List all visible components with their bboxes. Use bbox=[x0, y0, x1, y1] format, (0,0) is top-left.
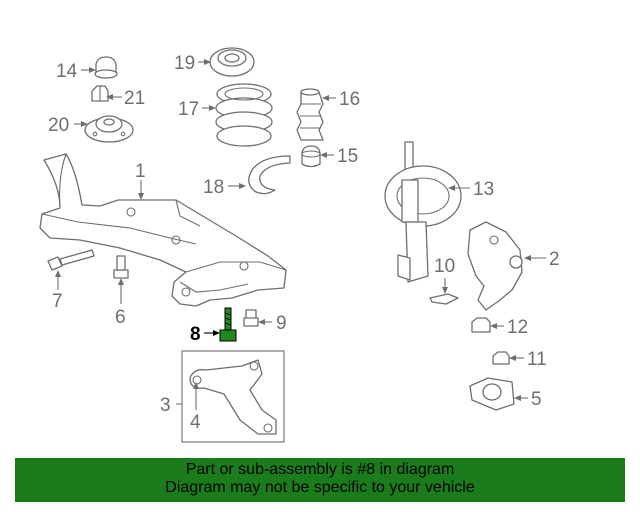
part-8-bolt-highlighted[interactable] bbox=[219, 307, 237, 342]
callout-2: 2 bbox=[549, 249, 560, 270]
callout-17: 17 bbox=[178, 99, 199, 120]
callout-6: 6 bbox=[115, 307, 126, 328]
callout-16: 16 bbox=[339, 89, 360, 110]
part-9-bolt[interactable] bbox=[243, 309, 259, 327]
banner-line-1: Part or sub-assembly is #8 in diagram bbox=[185, 461, 455, 478]
callout-labels: 14 21 20 19 17 16 15 18 1 13 2 10 12 11 … bbox=[48, 53, 560, 433]
callout-13: 13 bbox=[473, 179, 494, 200]
part-13-strut[interactable] bbox=[384, 141, 462, 283]
part-18-insulator[interactable] bbox=[248, 155, 291, 195]
callout-10: 10 bbox=[434, 256, 455, 277]
part-12-nut[interactable] bbox=[471, 317, 491, 333]
part-20-strut-mount[interactable] bbox=[84, 115, 134, 143]
part-2-knuckle[interactable] bbox=[467, 221, 523, 311]
part-19-spring-seat[interactable] bbox=[209, 47, 255, 77]
callout-9: 9 bbox=[276, 313, 287, 334]
callout-19: 19 bbox=[174, 53, 195, 74]
callout-4: 4 bbox=[190, 412, 201, 433]
leader-lines bbox=[55, 59, 546, 410]
part-1-subframe[interactable] bbox=[39, 153, 287, 307]
callout-14: 14 bbox=[56, 61, 78, 82]
callout-7: 7 bbox=[52, 291, 63, 312]
callout-8: 8 bbox=[190, 324, 201, 345]
part-15-bump-stop[interactable] bbox=[301, 145, 321, 168]
part-3-control-arm-box[interactable] bbox=[181, 350, 285, 443]
part-11-nut[interactable] bbox=[492, 351, 510, 365]
part-14-bump-cap[interactable] bbox=[94, 56, 118, 79]
part-5-bushing[interactable] bbox=[469, 377, 515, 411]
callout-3: 3 bbox=[160, 395, 171, 416]
callout-18: 18 bbox=[203, 177, 224, 198]
part-7-bolt[interactable] bbox=[47, 249, 95, 271]
callout-15: 15 bbox=[337, 146, 358, 167]
callout-1: 1 bbox=[135, 161, 146, 182]
callout-11: 11 bbox=[527, 349, 547, 370]
part-16-dust-boot[interactable] bbox=[296, 88, 324, 141]
banner-line-2: Diagram may not be specific to your vehi… bbox=[165, 479, 475, 496]
part-21-nut[interactable] bbox=[91, 85, 109, 102]
part-6-bolt[interactable] bbox=[113, 255, 129, 279]
part-17-coil-spring[interactable] bbox=[215, 83, 273, 147]
callout-20: 20 bbox=[48, 115, 69, 136]
callout-21: 21 bbox=[124, 88, 145, 109]
part-10-clip[interactable] bbox=[429, 293, 459, 305]
info-banner: Part or sub-assembly is #8 in diagram Di… bbox=[15, 458, 625, 502]
callout-12: 12 bbox=[507, 317, 528, 338]
callout-5: 5 bbox=[531, 389, 542, 410]
